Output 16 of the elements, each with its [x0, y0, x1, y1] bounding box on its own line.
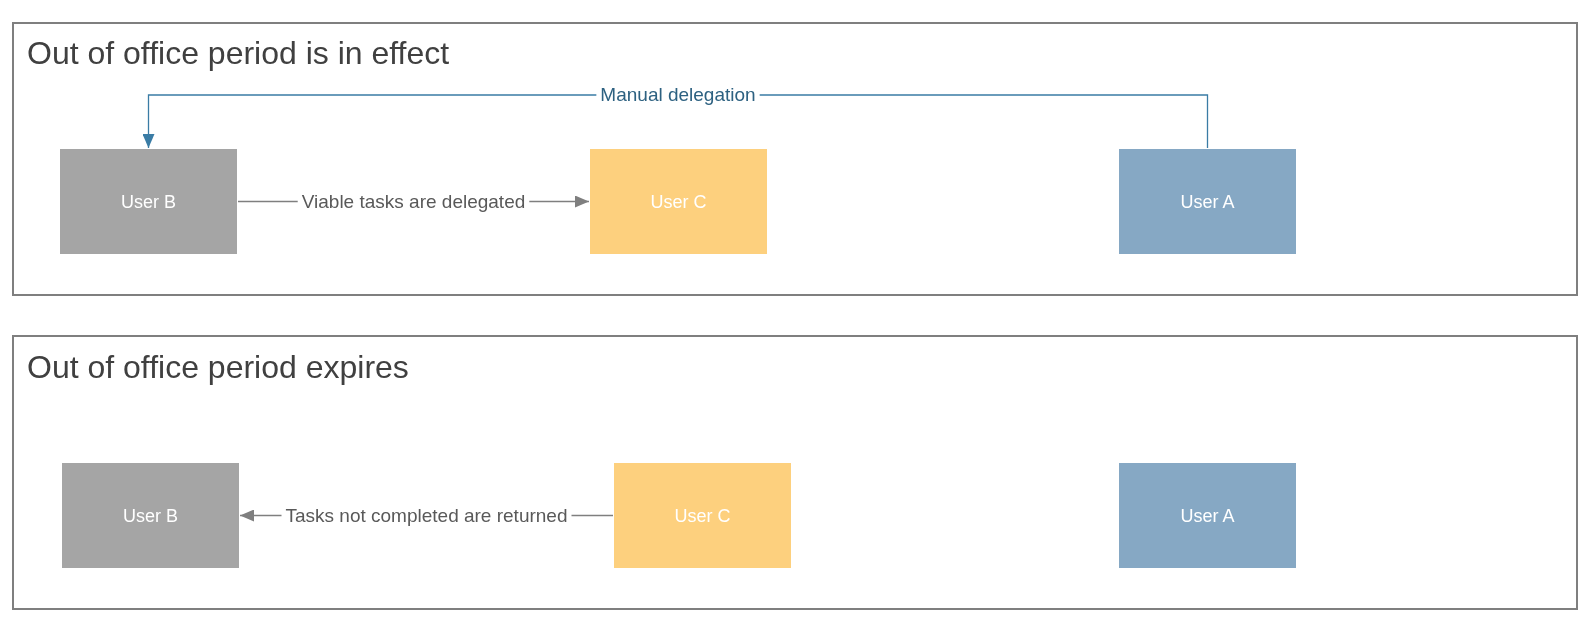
user-box: User C	[590, 149, 767, 254]
arrow	[142, 94, 1209, 149]
section-panel	[12, 335, 1578, 610]
edge-label: Viable tasks are delegated	[301, 190, 526, 213]
panel-title: Out of office period is in effect	[27, 35, 450, 71]
user-box: User B	[62, 463, 239, 568]
user-box: User A	[1119, 463, 1296, 568]
user-box: User C	[614, 463, 791, 568]
user-box: User B	[60, 149, 237, 254]
edge-label: Tasks not completed are returned	[285, 504, 568, 527]
user-box: User A	[1119, 149, 1296, 254]
panel-title: Out of office period expires	[27, 349, 409, 385]
arrow	[237, 195, 590, 208]
section-panel	[12, 22, 1578, 296]
edge-label: Manual delegation	[600, 84, 756, 106]
arrow	[239, 509, 614, 522]
